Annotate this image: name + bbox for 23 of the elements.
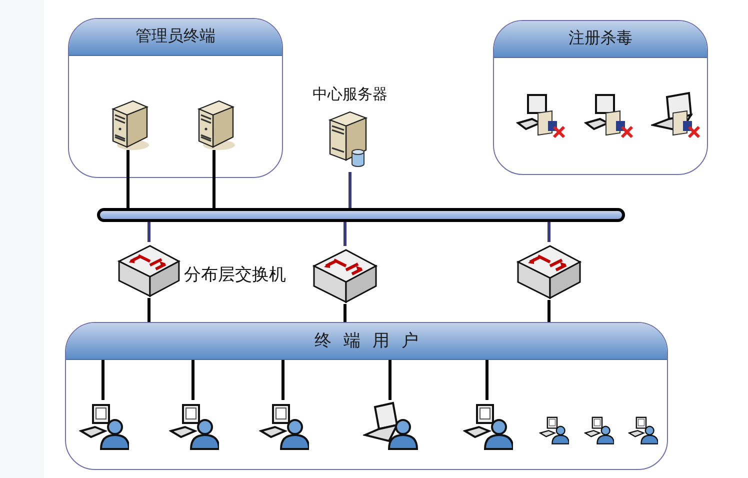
connector-line: [548, 222, 550, 242]
group-panel: [493, 20, 708, 175]
connector-line: [348, 172, 352, 208]
network-bus-bar: [97, 208, 625, 222]
group-title: 管理员终端: [136, 26, 216, 47]
group-title: 注册杀毒: [568, 28, 632, 49]
node-caption: 分布层交换机: [184, 264, 286, 286]
connector-line: [486, 360, 488, 400]
connector-line: [102, 360, 104, 400]
connector-line: [388, 360, 392, 400]
connector-line: [344, 222, 346, 246]
connector-line: [148, 222, 150, 242]
connector-line: [148, 298, 150, 322]
connector-line: [282, 360, 284, 400]
group-panel: [65, 322, 668, 470]
connector-line: [344, 304, 346, 322]
connector-line: [548, 300, 550, 322]
connector-line: [212, 150, 216, 208]
node-label: 中心服务器: [312, 86, 388, 104]
group-panel: [68, 18, 283, 178]
group-title: 终端用户: [314, 330, 430, 352]
connector-line: [126, 150, 130, 208]
connector-line: [192, 360, 194, 400]
